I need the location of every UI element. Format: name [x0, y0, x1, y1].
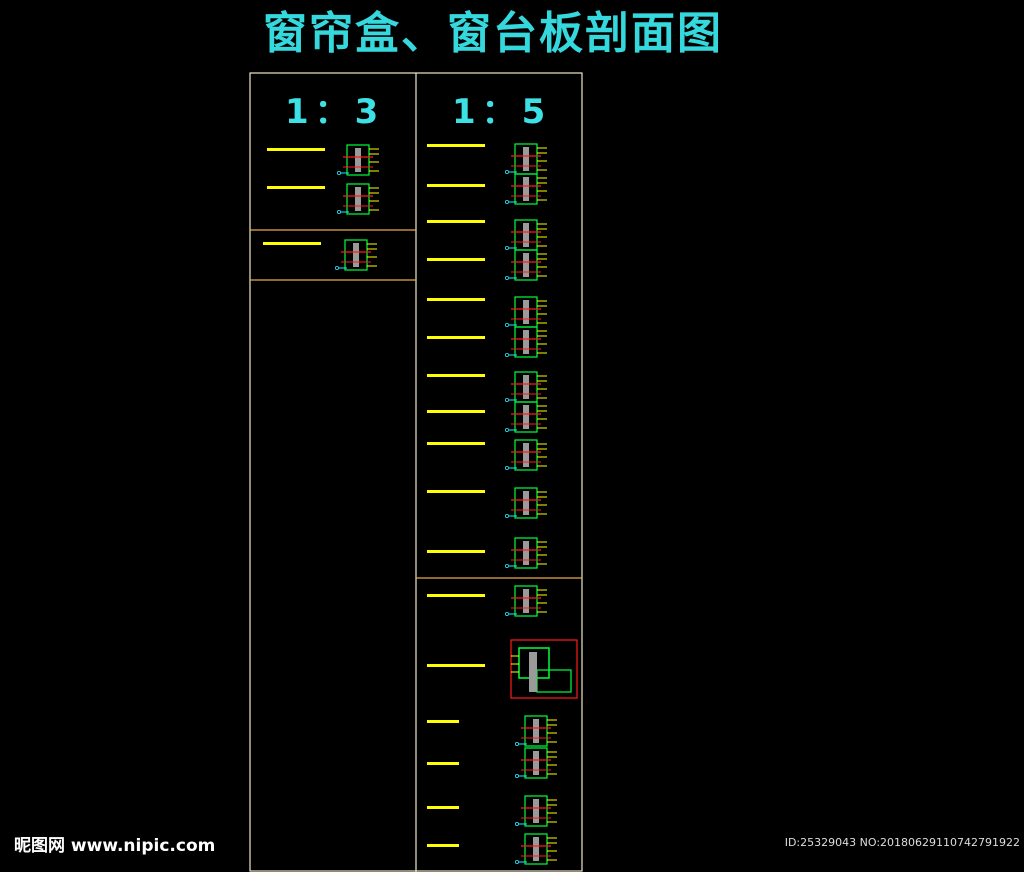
right-detail-12 — [427, 585, 548, 617]
left-detail-3 — [263, 239, 378, 271]
left-detail-2 — [267, 183, 380, 215]
right-detail-15 — [427, 747, 558, 779]
right-detail-5 — [427, 296, 548, 328]
right-detail-1 — [427, 143, 548, 175]
watermark-id: ID:25329043 NO:20180629110742791922 — [784, 836, 1020, 849]
right-detail-14 — [427, 715, 558, 747]
right-detail-6 — [427, 326, 548, 358]
right-detail-9 — [427, 439, 548, 471]
right-detail-11 — [427, 537, 548, 569]
scale-label-right: 1：5 — [452, 92, 552, 132]
right-detail-16 — [427, 795, 558, 827]
right-detail-2 — [427, 173, 548, 205]
right-detail-8 — [427, 401, 548, 433]
drawing-sheet — [249, 72, 583, 872]
right-detail-10 — [427, 487, 548, 519]
scale-label-left: 1：3 — [285, 92, 385, 132]
page-title: 窗帘盒、窗台板剖面图 — [263, 8, 723, 59]
right-detail-17 — [427, 833, 558, 865]
right-detail-7 — [427, 371, 548, 403]
right-detail-4 — [427, 249, 548, 281]
right-detail-13 — [427, 639, 578, 699]
watermark-site: 昵图网 www.nipic.com — [14, 836, 216, 856]
left-detail-1 — [267, 144, 380, 176]
right-detail-3 — [427, 219, 548, 251]
